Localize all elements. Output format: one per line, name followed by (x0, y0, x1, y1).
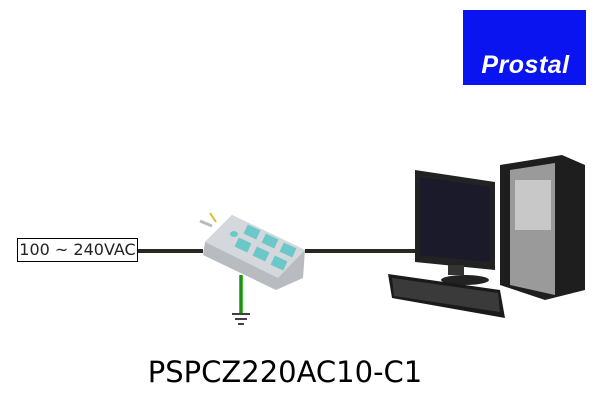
logo-text: Prostal (481, 51, 570, 79)
power-strip-icon (199, 212, 305, 290)
input-voltage-label: 100 ~ 240VAC (17, 238, 138, 262)
prostal-logo: Prostal (463, 10, 586, 85)
computer-icon (388, 155, 585, 318)
ground-icon (232, 275, 250, 325)
model-number: PSPCZ220AC10-C1 (147, 355, 423, 389)
